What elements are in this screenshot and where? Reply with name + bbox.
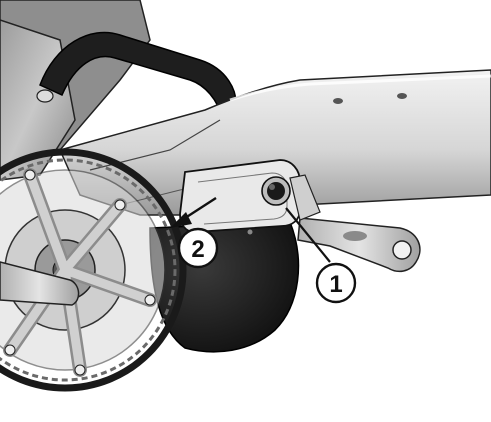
motor-screw [247, 229, 253, 235]
key-lock [261, 176, 291, 206]
crank-arm-left [0, 261, 80, 306]
callout-2: 2 [177, 227, 219, 269]
mount-hole [397, 93, 407, 99]
mount-bracket [289, 174, 321, 221]
down-tube-highlight [229, 74, 491, 102]
crank-arm-recess [343, 231, 367, 241]
handle-bolt [36, 89, 54, 103]
callout-2-arrow [170, 196, 217, 228]
callout-1: 1 [315, 262, 357, 304]
crank-arm-right [297, 217, 421, 273]
callout-1-number: 1 [329, 271, 342, 298]
callout-2-number: 2 [191, 236, 204, 263]
callout-1-leader [285, 207, 331, 263]
pedal-bolt [392, 240, 412, 260]
mount-hole [333, 98, 343, 104]
